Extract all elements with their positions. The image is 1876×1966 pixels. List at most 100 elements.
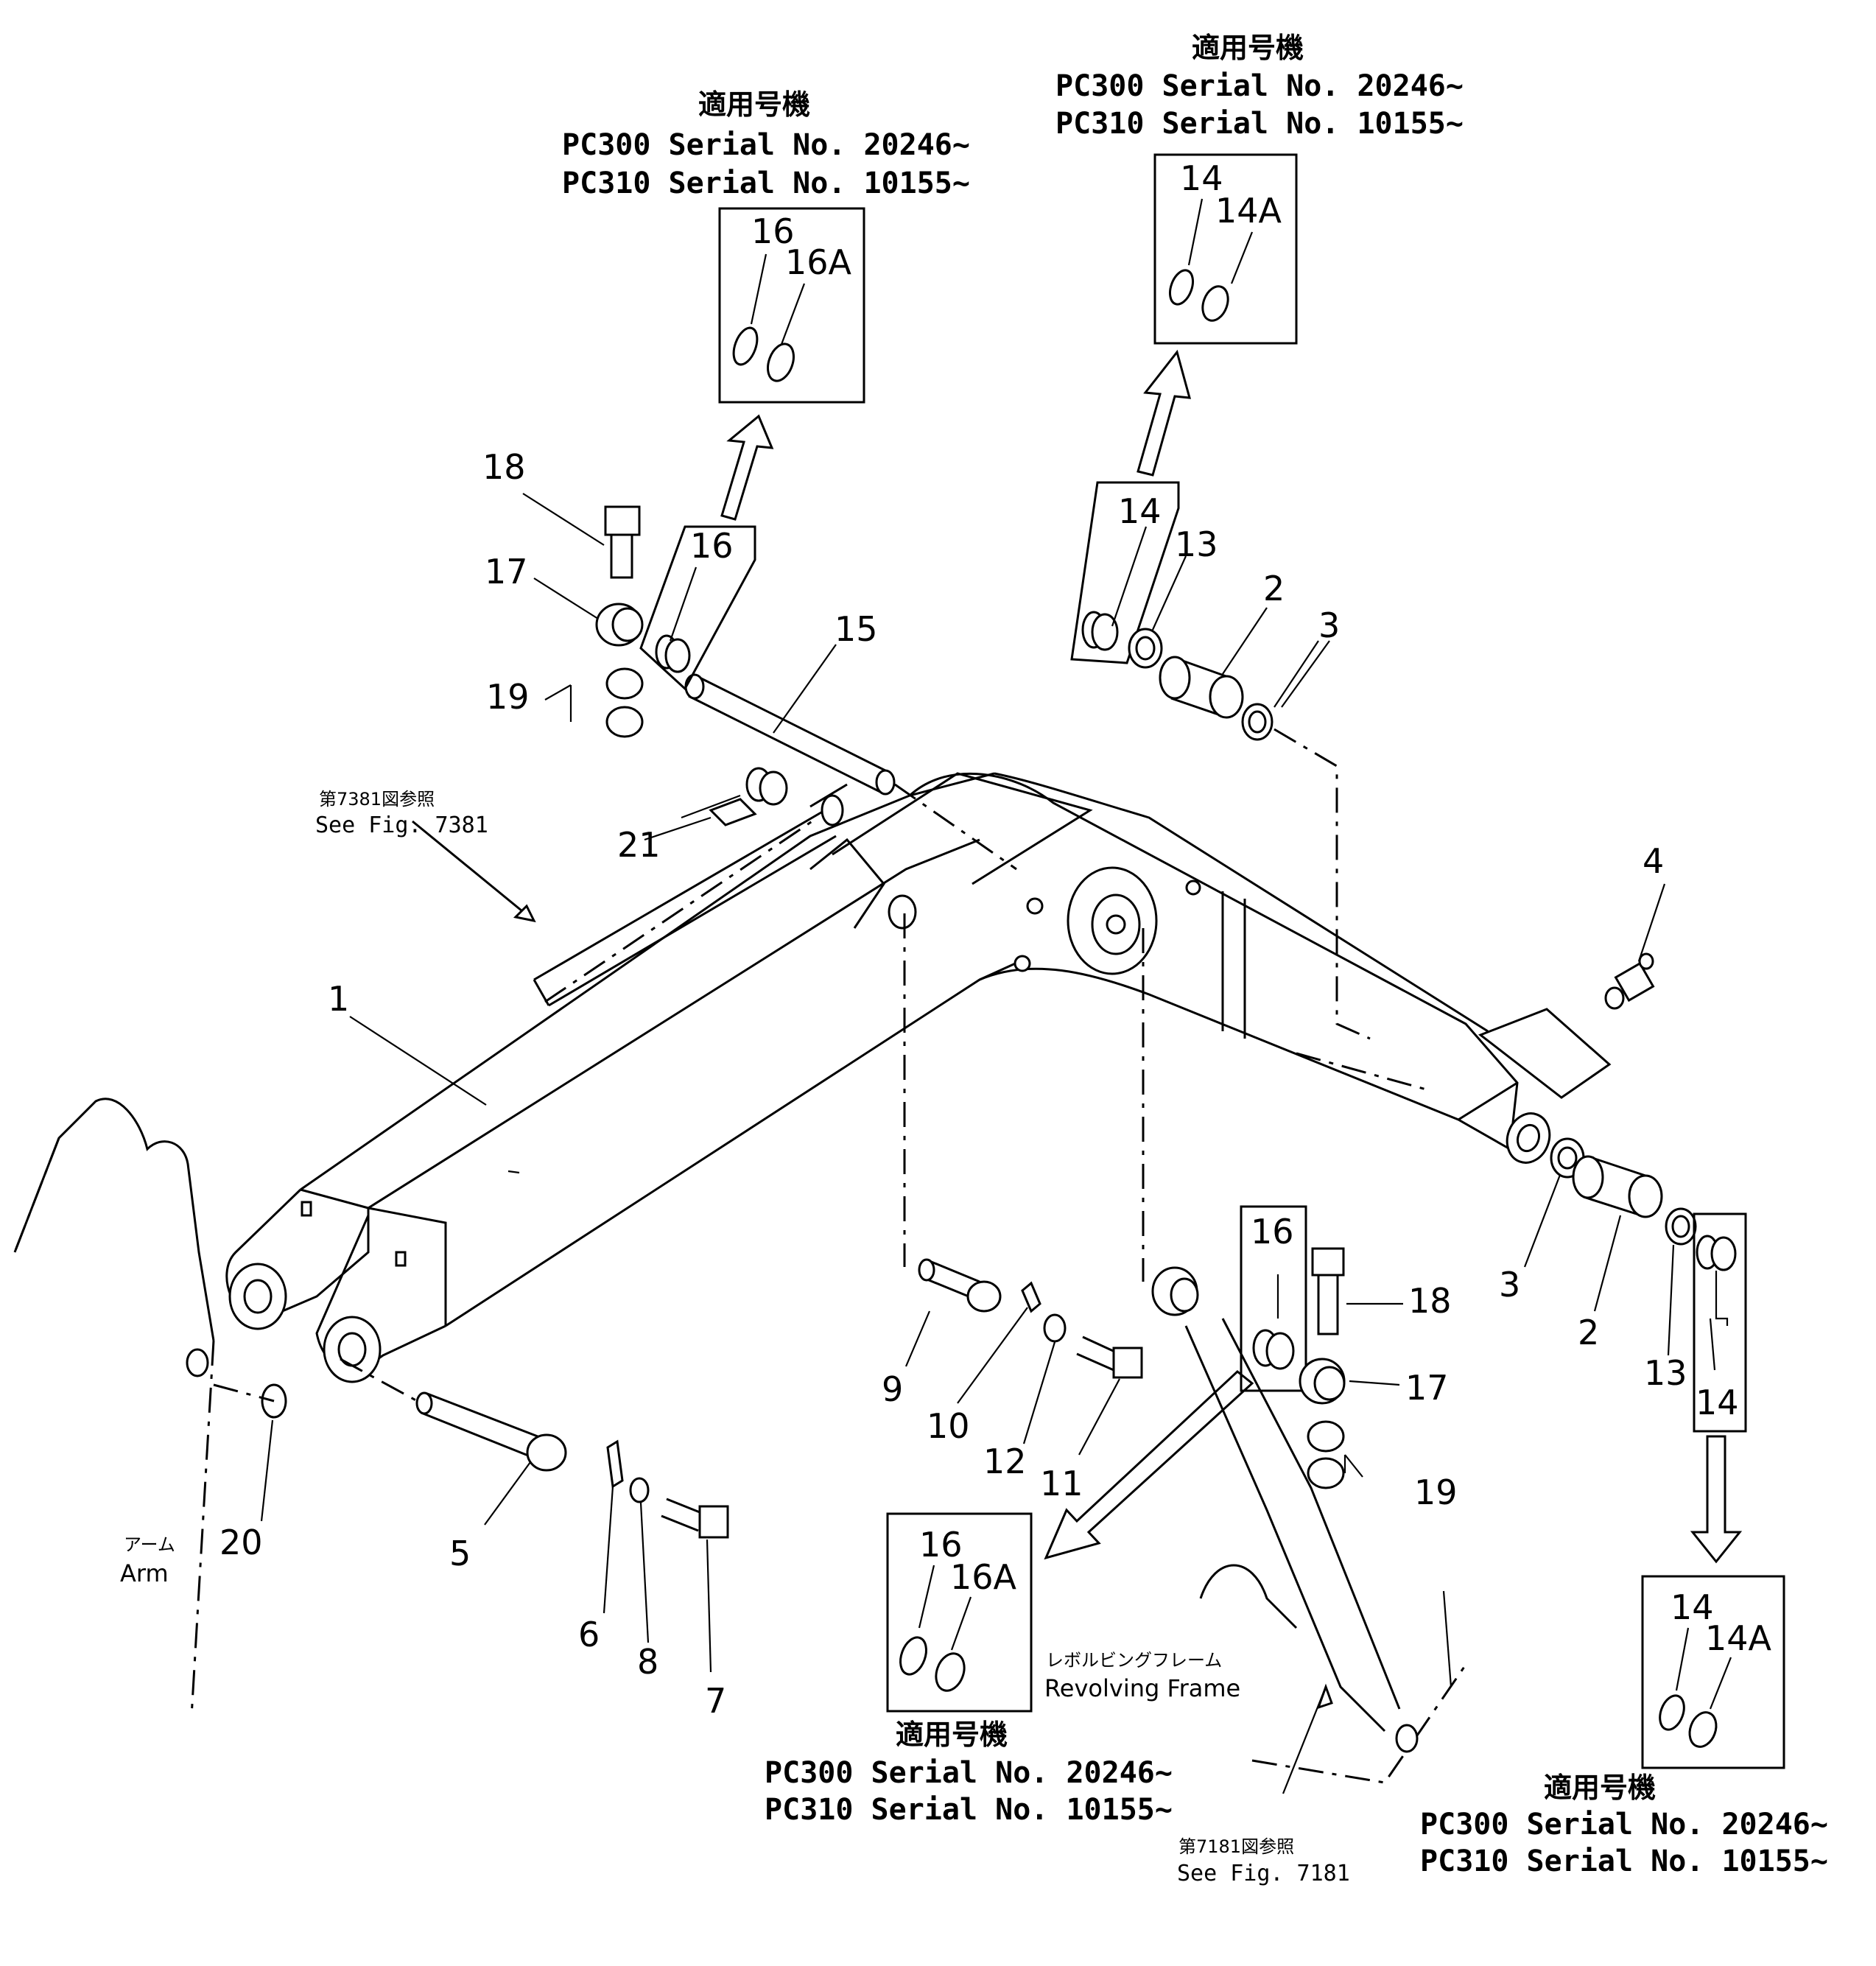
- inset-part-number: 16A: [785, 242, 852, 282]
- nut-19: [605, 667, 644, 738]
- callout-17: 17: [485, 552, 528, 591]
- applicability-block-14-top: 適用号機 PC300 Serial No. 20246~ PC310 Seria…: [1055, 32, 1464, 345]
- inset-part-number: 14A: [1705, 1618, 1772, 1658]
- applicability-title: 適用号機: [896, 1719, 1008, 1751]
- inset-part-number: 16A: [950, 1557, 1017, 1597]
- washer-icon: [732, 326, 759, 366]
- reference-en: See Fig. 7381: [315, 812, 488, 838]
- applicability-line-pc310: PC310 Serial No. 10155~: [1420, 1844, 1828, 1878]
- callout-10: 10: [927, 1406, 970, 1446]
- arm-label: Arm: [120, 1559, 169, 1587]
- applicability-title: 適用号機: [1544, 1772, 1656, 1804]
- inset-part-number: 14A: [1215, 191, 1282, 231]
- callout-3: 3: [1499, 1265, 1520, 1305]
- applicability-line-pc300: PC300 Serial No. 20246~: [562, 128, 970, 162]
- callout-8: 8: [637, 1642, 658, 1682]
- applicability-block-16-top: 適用号機 PC300 Serial No. 20246~ PC310 Seria…: [562, 88, 970, 404]
- grease-fitting-4: [1604, 952, 1655, 1010]
- callout-9: 9: [882, 1369, 903, 1409]
- arm-fragment: [13, 1098, 215, 1717]
- applicability-block-16-bottom: 16 16A 適用号機 PC300 Serial No. 20246~ PC31…: [765, 1512, 1173, 1827]
- callout-21: 21: [617, 825, 661, 865]
- leader-pin-top: [1273, 728, 1371, 1040]
- inset-box: [1153, 153, 1298, 345]
- callout-2: 2: [1578, 1313, 1599, 1352]
- callout-14: 14: [1118, 491, 1162, 531]
- frame-label-jp: レボルビングフレーム: [1046, 1650, 1222, 1671]
- callout-11: 11: [1040, 1464, 1083, 1503]
- callout-5: 5: [449, 1534, 471, 1573]
- reference-jp: 第7181図参照: [1178, 1836, 1294, 1857]
- callout-20: 20: [219, 1523, 263, 1562]
- applicability-line-pc310: PC310 Serial No. 10155~: [1055, 107, 1464, 141]
- leader-arm: [213, 1383, 275, 1402]
- callout-2: 2: [1263, 569, 1285, 608]
- callout-13: 13: [1175, 524, 1218, 564]
- bushing-2: [1572, 1155, 1663, 1218]
- arrow-head-icon: [1316, 1683, 1333, 1710]
- inset-part-number: 14: [1180, 158, 1223, 198]
- plate-6: [606, 1439, 624, 1489]
- callout-13: 13: [1644, 1353, 1687, 1393]
- washer-icon: [1168, 269, 1195, 306]
- callout-12: 12: [983, 1442, 1027, 1481]
- callout-3: 3: [1318, 605, 1340, 645]
- applicability-line-pc300: PC300 Serial No. 20246~: [1055, 69, 1464, 103]
- boom-cylinder-ref: [412, 816, 818, 1003]
- inset-part-number: 16: [919, 1525, 963, 1565]
- reference-en: See Fig. 7181: [1177, 1861, 1350, 1886]
- callout-18: 18: [1408, 1281, 1452, 1321]
- callout-19: 19: [1414, 1472, 1458, 1512]
- washer-icon: [1688, 1711, 1718, 1748]
- applicability-title: 適用号機: [1192, 32, 1304, 64]
- callout-19: 19: [486, 677, 530, 717]
- collar-link: [1151, 1266, 1199, 1316]
- applicability-line-pc310: PC310 Serial No. 10155~: [765, 1793, 1173, 1827]
- washer-8: [629, 1477, 650, 1503]
- plate-10: [1021, 1281, 1041, 1313]
- bolt-18: [604, 505, 641, 579]
- bushing-2: [1159, 656, 1244, 719]
- inset-part-number: 16: [751, 211, 795, 251]
- shim-bracket-14: [1070, 481, 1180, 664]
- applicability-title: 適用号機: [698, 88, 810, 121]
- revolving-frame-fragment: [1184, 1318, 1467, 1784]
- arrow-down-left-icon: [1044, 1370, 1254, 1560]
- inset-box: [1641, 1575, 1785, 1769]
- nut-19: [1307, 1420, 1345, 1489]
- bolt-11: [1076, 1335, 1143, 1379]
- callout-4: 4: [1643, 841, 1664, 881]
- inset-box: [886, 1512, 1033, 1713]
- arrow-down-right-icon: [1690, 1435, 1743, 1564]
- applicability-line-pc300: PC300 Serial No. 20246~: [1420, 1808, 1828, 1842]
- bolt-18: [1311, 1247, 1345, 1335]
- boom-cylinder-rod: [533, 783, 848, 1007]
- washer-12: [1043, 1313, 1067, 1343]
- arm-label-jp: アーム: [124, 1534, 175, 1555]
- pin-5: [415, 1391, 567, 1472]
- leader-foot: [1296, 1052, 1430, 1092]
- bolt-7: [661, 1498, 729, 1539]
- washer-icon: [1201, 285, 1229, 322]
- washer-icon: [899, 1636, 927, 1676]
- leader-pin15: [894, 783, 1017, 871]
- shim-bracket-14: [1693, 1212, 1747, 1433]
- washer-icon: [1659, 1694, 1685, 1731]
- boom-assembly: [225, 772, 1612, 1383]
- callout-16: 16: [1251, 1212, 1294, 1251]
- leader-pin5: [340, 1358, 422, 1405]
- pin-9: [918, 1258, 1002, 1313]
- callout-6: 6: [578, 1615, 600, 1654]
- callout-7: 7: [705, 1681, 726, 1721]
- pin-15: [684, 673, 896, 796]
- callout-15: 15: [835, 609, 878, 649]
- part-21: [709, 767, 788, 826]
- applicability-line-pc310: PC310 Serial No. 10155~: [562, 166, 970, 200]
- collar-17: [595, 603, 644, 647]
- applicability-block-14-bottom: 14 14A 適用号機 PC300 Serial No. 20246~ PC31…: [1420, 1575, 1828, 1878]
- frame-label: Revolving Frame: [1044, 1674, 1240, 1702]
- arrow-up-right-icon: [1137, 349, 1192, 477]
- callout-14: 14: [1696, 1383, 1739, 1422]
- applicability-line-pc300: PC300 Serial No. 20246~: [765, 1756, 1173, 1790]
